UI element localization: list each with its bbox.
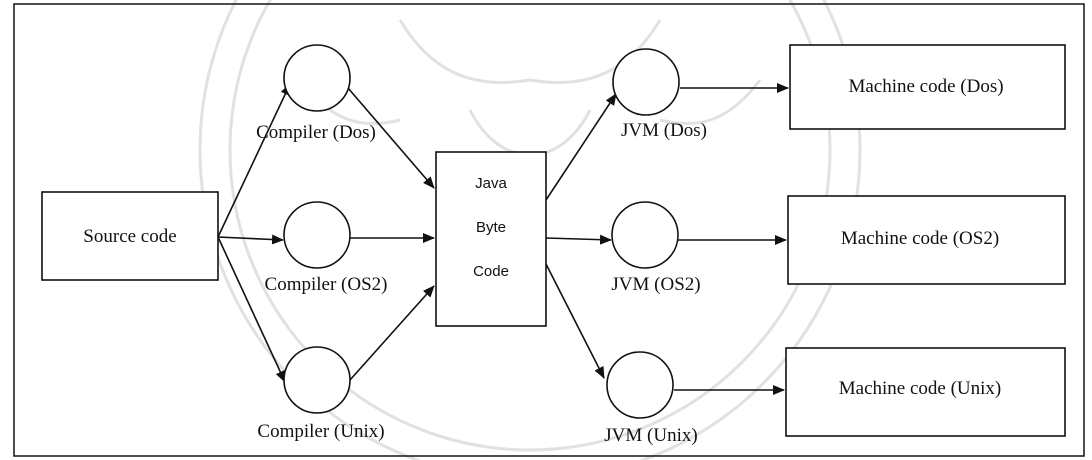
- compiler-dos-label: Compiler (Dos): [256, 122, 376, 143]
- compiler-os2-label: Compiler (OS2): [265, 274, 388, 295]
- java-bytecode-node: Java Byte Code: [435, 151, 547, 327]
- edge-bytecode-jvm-unix: [545, 263, 605, 379]
- bytecode-line-code: Code: [473, 263, 509, 280]
- jvm-unix-label: JVM (Unix): [604, 425, 697, 446]
- jvm-dos-node: JVM (Dos): [612, 48, 707, 141]
- edge-source-compiler-unix: [217, 236, 286, 383]
- machine-code-os2-label: Machine code (OS2): [841, 228, 999, 249]
- source-code-node: Source code: [41, 191, 219, 281]
- edge-source-compiler-os2: [217, 234, 284, 245]
- edge-bytecode-jvm-os2: [545, 234, 612, 245]
- edge-compiler-unix-bytecode: [349, 285, 435, 381]
- edges: [217, 83, 789, 395]
- compiler-unix-node: Compiler (Unix): [257, 346, 385, 442]
- bytecode-line-java: Java: [475, 175, 507, 192]
- machine-code-unix-label: Machine code (Unix): [839, 378, 1002, 399]
- edge-source-compiler-dos: [217, 83, 291, 238]
- jvm-os2-label: JVM (OS2): [611, 274, 700, 295]
- jvm-unix-node: JVM (Unix): [604, 351, 698, 446]
- compiler-dos-node: Compiler (Dos): [256, 44, 376, 143]
- compiler-unix-label: Compiler (Unix): [257, 421, 384, 442]
- machine-code-os2-node: Machine code (OS2): [787, 195, 1066, 285]
- machine-code-dos-node: Machine code (Dos): [789, 44, 1066, 130]
- edge-compiler-dos-bytecode: [347, 87, 435, 189]
- diagram-frame: [13, 3, 1085, 457]
- machine-code-dos-label: Machine code (Dos): [848, 76, 1003, 97]
- jvm-dos-label: JVM (Dos): [621, 120, 707, 141]
- compiler-os2-node: Compiler (OS2): [265, 201, 388, 295]
- bytecode-line-byte: Byte: [476, 219, 506, 236]
- edge-bytecode-jvm-dos: [545, 93, 617, 201]
- source-code-label: Source code: [83, 226, 176, 247]
- machine-code-unix-node: Machine code (Unix): [785, 347, 1066, 437]
- jvm-os2-node: JVM (OS2): [611, 201, 701, 295]
